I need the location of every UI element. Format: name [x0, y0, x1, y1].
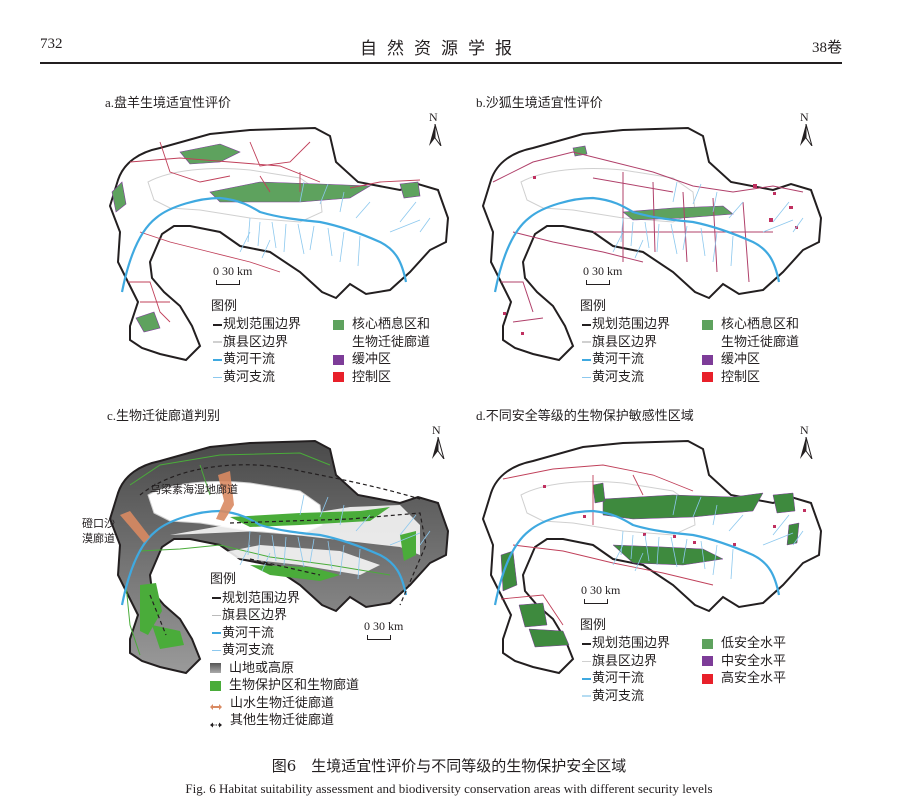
- header-rule: [40, 62, 842, 64]
- legend-item-main-river: 黄河干流: [211, 351, 301, 369]
- legend-item-mountain: 山地或高原: [210, 660, 430, 678]
- legend-heading: 图例: [580, 299, 607, 314]
- legend-heading: 图例: [210, 572, 237, 587]
- scale-bar: 0 30 km: [583, 264, 622, 285]
- panel-d-title: d.不同安全等级的生物保护敏感性区域: [476, 408, 694, 424]
- north-arrow-icon: N: [425, 110, 445, 150]
- panel-b: b.沙狐生境适宜性评价 N 0 30 km 图例 规划范围边界 旗县区边界 黄河…: [468, 92, 838, 392]
- legend-item-buffer: 缓冲区: [702, 351, 799, 369]
- volume-label: 38卷: [811, 40, 842, 56]
- legend-item-main-river: 黄河干流: [210, 625, 430, 643]
- legend-item-core-habitat: 核心栖息区和: [702, 316, 799, 334]
- legend-item-tributary: 黄河支流: [211, 369, 301, 387]
- panel-a: a.盘羊生境适宜性评价 N 0 30 km 图例 规划范围边界 旗县区边界 黄河…: [95, 92, 465, 392]
- legend-item-other-corridor: 其他生物迁徙廊道: [210, 712, 430, 730]
- legend-item-medium-security: 中安全水平: [702, 653, 786, 671]
- legend-item-plan-boundary: 规划范围边界: [580, 316, 670, 334]
- legend-item-high-security: 高安全水平: [702, 670, 786, 688]
- legend-heading: 图例: [580, 618, 607, 633]
- scale-bar: 0 30 km: [364, 619, 403, 640]
- map-migration-corridors: [109, 440, 449, 674]
- journal-title: 自然资源学报: [360, 39, 522, 59]
- legend-item-main-river: 黄河干流: [580, 670, 670, 688]
- legend-item-county-boundary: 旗县区边界: [210, 607, 430, 625]
- legend-item-control: 控制区: [702, 369, 799, 387]
- panel-c: c.生物迁徙廊道判别 N: [80, 405, 465, 745]
- scale-bar: 0 30 km: [581, 583, 620, 604]
- legend-item-main-river: 黄河干流: [580, 351, 670, 369]
- map-corsac-fox-habitat: [482, 127, 822, 361]
- panel-d: d.不同安全等级的生物保护敏感性区域 N 0 30 km 图例: [468, 405, 838, 725]
- north-arrow-icon: N: [796, 423, 816, 463]
- legend-item-control: 控制区: [333, 369, 430, 387]
- legend-heading: 图例: [211, 299, 238, 314]
- legend-item-plan-boundary: 规划范围边界: [210, 590, 430, 608]
- annotation-wuliangsuhai-corridor: 乌梁素海湿地廊道: [150, 483, 238, 496]
- legend-item-county-boundary: 旗县区边界: [580, 653, 670, 671]
- legend-item-protection-area: 生物保护区和生物廊道: [210, 677, 430, 695]
- legend-item-buffer: 缓冲区: [333, 351, 430, 369]
- legend-item-tributary: 黄河支流: [580, 369, 670, 387]
- legend-item-core-habitat: 核心栖息区和: [333, 316, 430, 334]
- map-security-levels: [482, 440, 822, 674]
- north-arrow-icon: N: [428, 423, 448, 463]
- legend-c: 图例 规划范围边界 旗县区边界 黄河干流 黄河支流 山地或高原 生物保护区和生物…: [210, 571, 430, 730]
- legend-item-plan-boundary: 规划范围边界: [580, 635, 670, 653]
- page-header: 732 自然资源学报 38卷: [40, 34, 842, 60]
- legend-b: 图例 规划范围边界 旗县区边界 黄河干流 黄河支流 核心栖息区和 生物迁徙廊道 …: [580, 298, 830, 398]
- panel-b-title: b.沙狐生境适宜性评价: [476, 95, 603, 111]
- legend-item-core-habitat-cont: 生物迁徙廊道: [352, 334, 431, 350]
- legend-item-plan-boundary: 规划范围边界: [211, 316, 301, 334]
- figure-caption-en: Fig. 6 Habitat suitability assessment an…: [185, 781, 713, 796]
- map-argali-habitat: [109, 127, 449, 361]
- legend-item-tributary: 黄河支流: [580, 688, 670, 706]
- legend-item-tributary: 黄河支流: [210, 642, 430, 660]
- panel-a-title: a.盘羊生境适宜性评价: [105, 95, 232, 111]
- legend-item-low-security: 低安全水平: [702, 635, 786, 653]
- annotation-dengkou-desert-corridor: 磴口沙漠廊道: [82, 517, 115, 545]
- legend-item-mountain-water-corridor: 山水生物迁徙廊道: [210, 695, 430, 713]
- legend-d: 图例 规划范围边界 旗县区边界 黄河干流 黄河支流 低安全水平 中安全水平 高安…: [580, 617, 830, 717]
- legend-item-core-habitat-cont: 生物迁徙廊道: [721, 334, 800, 350]
- north-arrow-icon: N: [796, 110, 816, 150]
- page-number: 732: [40, 36, 63, 52]
- legend-a: 图例 规划范围边界 旗县区边界 黄河干流 黄河支流 核心栖息区和 生物迁徙廊道 …: [211, 298, 461, 398]
- legend-item-county-boundary: 旗县区边界: [580, 334, 670, 352]
- scale-bar: 0 30 km: [213, 264, 252, 285]
- panel-c-title: c.生物迁徙廊道判别: [107, 408, 221, 424]
- figure-caption-cn: 图6 生境适宜性评价与不同等级的生物保护安全区域: [271, 757, 627, 775]
- legend-item-county-boundary: 旗县区边界: [211, 334, 301, 352]
